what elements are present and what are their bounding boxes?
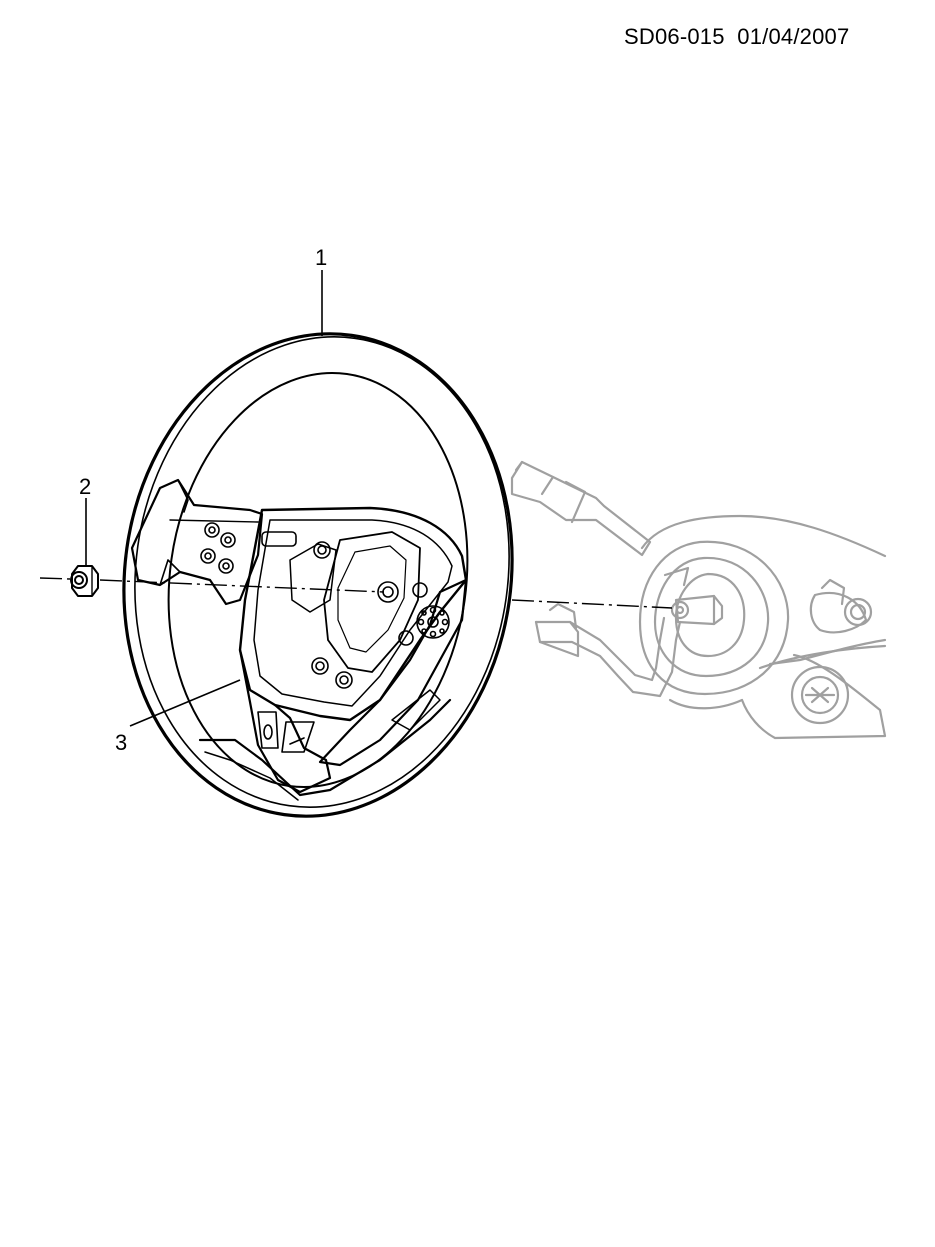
stalk-lever (510, 460, 652, 557)
clock-spring (638, 540, 790, 696)
column-shroud (640, 514, 887, 558)
callout-3: 3 (115, 730, 128, 755)
airbag-recess (323, 531, 421, 673)
steering-wheel (122, 332, 514, 818)
callout-1: 1 (315, 245, 328, 270)
wheel-rim-outer (122, 332, 514, 818)
callout-2: 2 (79, 474, 92, 499)
wheel-hub (238, 506, 468, 722)
wheel-spoke-lower (238, 648, 332, 794)
hub-bolts (311, 541, 428, 689)
right-spoke-controls (416, 605, 450, 639)
wheel-rim-inner (167, 371, 469, 789)
wheel-spoke-left (130, 478, 264, 606)
lower-switch (790, 665, 850, 725)
left-spoke-buttons (200, 522, 236, 574)
diagram-reference-code: SD06-015 01/04/2007 (624, 24, 850, 49)
wheel-retaining-nut (70, 565, 99, 597)
lower-switches (257, 711, 315, 753)
leader-lines (85, 270, 323, 727)
assembly-axis-line (39, 577, 673, 609)
steering-column-assembly (510, 460, 887, 740)
wiring-harness (534, 616, 666, 682)
ignition-switch (809, 591, 868, 634)
